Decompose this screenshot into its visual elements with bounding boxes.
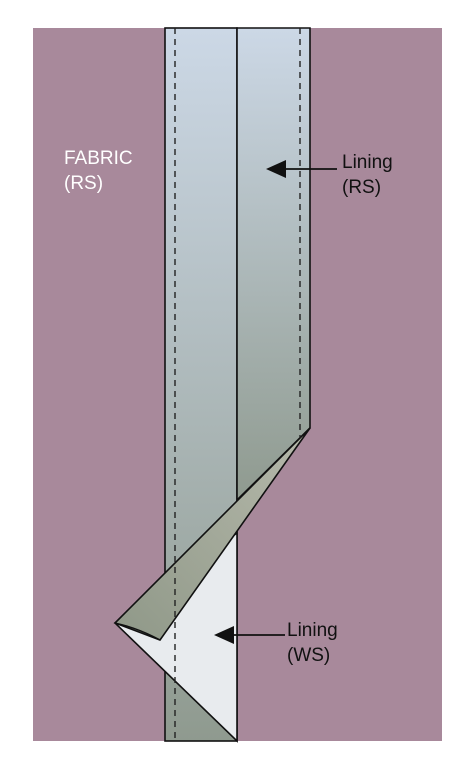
fold-tip-curl [114, 622, 161, 641]
lining-rs-label-line1: Lining [342, 152, 393, 173]
lining-ws-label-line1: Lining [287, 620, 338, 641]
lining-rs-arrow-head [266, 160, 286, 178]
lining-ws-label-line2: (WS) [287, 645, 330, 666]
folded-lining-flap [113, 427, 311, 641]
lining-strip-right [236, 27, 311, 502]
lining-rs-label-line2: (RS) [342, 177, 381, 198]
lining-ws-arrow-head [214, 626, 234, 644]
fabric-label-line1: FABRIC [64, 148, 133, 169]
fabric-label-line2: (RS) [64, 173, 103, 194]
